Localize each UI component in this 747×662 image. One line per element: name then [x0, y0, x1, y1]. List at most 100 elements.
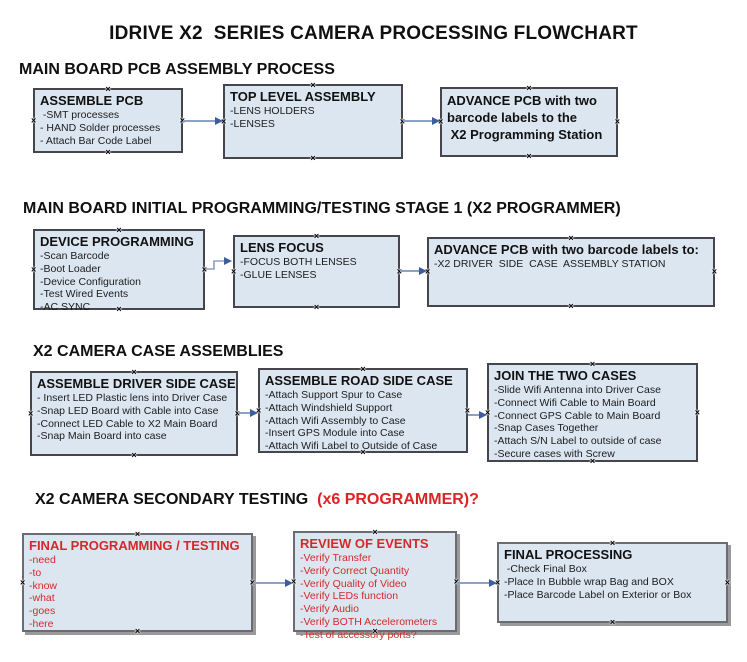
connector-handle-icon: × — [31, 264, 37, 275]
box-item: -Test of accessory ports? — [300, 628, 417, 641]
box-title: JOIN THE TWO CASES — [494, 368, 637, 383]
section-heading-case-assemblies: X2 CAMERA CASE ASSEMBLIES — [33, 343, 284, 360]
box-item: - Attach Bar Code Label — [40, 134, 152, 147]
connector-handle-icon: × — [609, 538, 616, 548]
connector-handle-icon: × — [31, 115, 37, 126]
connector-handle-icon: × — [526, 83, 532, 93]
connector-handle-icon: × — [694, 407, 700, 418]
connector-handle-icon: × — [609, 617, 616, 627]
box-item: -what — [29, 592, 55, 605]
flow-arrow-icon — [403, 117, 440, 125]
connector-handle-icon: × — [526, 151, 532, 161]
process-box-final-programming-testing: FINAL PROGRAMMING / TESTING -need -to -k… — [20, 529, 255, 636]
box-item: -LENSES — [230, 117, 275, 130]
box-item: -Snap Cases Together — [494, 422, 599, 435]
process-box-review-of-events: REVIEW OF EVENTS -Verify Transfer -Verif… — [291, 527, 459, 641]
connector-handle-icon: × — [372, 527, 378, 537]
box-item: -Insert GPS Module into Case — [265, 427, 405, 440]
box-item: -Attach Wifi Label to Outside of Case — [265, 440, 438, 453]
process-box-final-processing: FINAL PROCESSING -Check Final Box -Place… — [495, 538, 730, 627]
connector-handle-icon: × — [105, 147, 111, 157]
box-item: -Check Final Box — [504, 563, 587, 575]
box-title: REVIEW OF EVENTS — [300, 536, 429, 551]
connector-handle-icon: × — [724, 577, 730, 588]
box-item: -GLUE LENSES — [240, 268, 317, 281]
box-item: -Scan Barcode — [40, 250, 110, 262]
flow-arrow-icon — [468, 411, 487, 419]
process-box-top-level-assembly: TOP LEVEL ASSEMBLY -LENS HOLDERS -LENSES… — [221, 80, 405, 163]
connector-handle-icon: × — [711, 266, 717, 277]
connector-handle-icon: × — [464, 405, 470, 416]
box-item: -SMT processes — [40, 109, 120, 121]
box-item: -LENS HOLDERS — [230, 105, 315, 117]
box-item: - Insert LED Plastic lens into Driver Ca… — [37, 392, 228, 404]
connector-handle-icon: × — [313, 302, 320, 312]
connector-handle-icon: × — [105, 84, 111, 94]
process-box-join-two-cases: JOIN THE TWO CASES -Slide Wifi Antenna i… — [485, 359, 700, 466]
flow-arrow-icon — [253, 579, 293, 587]
box-title: ADVANCE PCB with two barcode labels to: — [434, 242, 699, 257]
connector-handle-icon: × — [310, 153, 316, 163]
box-item: -to — [29, 566, 42, 579]
box-item: -Verify BOTH Accelerometers — [300, 615, 438, 628]
box-item: -Connect Wifi Cable to Main Board — [494, 396, 656, 409]
flow-arrow-icon — [400, 267, 427, 275]
box-title: barcode labels to the — [447, 110, 578, 125]
flow-arrow-icon — [183, 117, 223, 125]
connector-handle-icon: × — [568, 301, 574, 311]
connector-handle-icon: × — [20, 577, 26, 588]
box-item: - HAND Solder processes — [40, 121, 161, 134]
box-item: -Snap Main Board into case — [37, 430, 167, 443]
connector-handle-icon: × — [568, 233, 574, 243]
box-item: -Boot Loader — [40, 262, 101, 275]
flow-elbow-arrow-icon — [205, 257, 232, 270]
connector-handle-icon: × — [589, 359, 596, 369]
box-item: -Verify Audio — [300, 603, 359, 616]
flowchart-title: IDRIVE X2 SERIES CAMERA PROCESSING FLOWC… — [109, 23, 638, 44]
connector-handle-icon: × — [28, 408, 34, 419]
box-item: -Place Barcode Label on Exterior or Box — [504, 588, 692, 601]
box-item: -Snap LED Board with Cable into Case — [37, 404, 219, 417]
process-box-device-programming: DEVICE PROGRAMMING -Scan Barcode -Boot L… — [31, 225, 207, 314]
box-title: DEVICE PROGRAMMING — [40, 234, 194, 249]
box-item: -need — [29, 554, 56, 566]
connector-handle-icon: × — [131, 450, 137, 460]
process-box-advance-pcb-driver-station: ADVANCE PCB with two barcode labels to: … — [425, 233, 717, 311]
box-item: -Test Wired Events — [40, 288, 129, 301]
flow-arrow-icon — [457, 579, 497, 587]
connector-handle-icon: × — [313, 231, 320, 241]
box-item: -Verify Transfer — [300, 552, 372, 564]
box-item: -goes — [29, 605, 56, 618]
section-heading-secondary-testing: X2 CAMERA SECONDARY TESTING (x6 PROGRAMM… — [35, 490, 479, 510]
box-item: -X2 DRIVER SIDE CASE ASSEMBLY STATION — [434, 258, 666, 270]
connector-handle-icon: × — [131, 367, 137, 377]
box-item: -Device Configuration — [40, 275, 141, 288]
box-item: -Verify Quality of Video — [300, 577, 407, 590]
process-box-advance-pcb-programming-station: ADVANCE PCB with two barcode labels to t… — [438, 83, 620, 161]
box-item: -Verify Correct Quantity — [300, 564, 410, 577]
box-item: -Secure cases with Screw — [494, 447, 615, 460]
box-item: -here — [29, 617, 54, 630]
box-title: ADVANCE PCB with two — [447, 93, 597, 108]
box-item: -AC SYNC — [40, 301, 91, 314]
connector-handle-icon: × — [134, 529, 141, 539]
box-title: FINAL PROGRAMMING / TESTING — [29, 538, 240, 553]
process-box-assemble-pcb: ASSEMBLE PCB -SMT processes - HAND Solde… — [31, 84, 185, 157]
box-item: -Verify LEDs function — [300, 590, 399, 603]
connector-handle-icon: × — [116, 225, 122, 235]
connector-handle-icon: × — [310, 80, 316, 90]
connector-handle-icon: × — [614, 116, 620, 127]
box-title: ASSEMBLE ROAD SIDE CASE — [265, 373, 453, 388]
heading-black-part: X2 CAMERA SECONDARY TESTING — [35, 491, 313, 508]
box-item: -Attach S/N Label to outside of case — [494, 435, 662, 448]
section-heading-initial-programming: MAIN BOARD INITIAL PROGRAMMING/TESTING S… — [23, 200, 621, 217]
box-title: LENS FOCUS — [240, 240, 324, 255]
box-title: ASSEMBLE DRIVER SIDE CASE — [37, 376, 236, 391]
heading-red-part: (x6 PROGRAMMER)? — [312, 491, 479, 508]
box-title: X2 Programming Station — [447, 127, 603, 142]
box-item: -Attach Support Spur to Case — [265, 389, 403, 401]
process-box-lens-focus: LENS FOCUS -FOCUS BOTH LENSES -GLUE LENS… — [231, 231, 402, 312]
box-item: -know — [29, 579, 58, 592]
section-heading-pcb-assembly: MAIN BOARD PCB ASSEMBLY PROCESS — [19, 61, 335, 78]
